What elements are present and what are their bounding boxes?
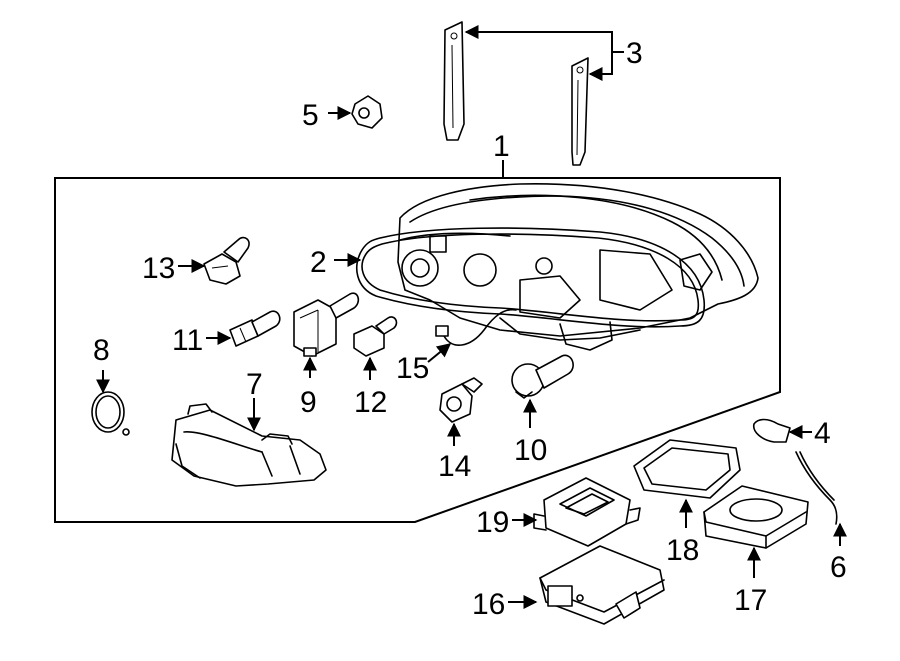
part-14-socket[interactable] xyxy=(439,377,483,423)
part-11-bulb[interactable] xyxy=(229,310,281,347)
part-16-control-unit[interactable] xyxy=(539,545,665,625)
callout-12: 12 xyxy=(354,386,387,419)
callout-15: 15 xyxy=(396,352,429,385)
callout-2: 2 xyxy=(310,246,327,279)
callout-17: 17 xyxy=(734,584,767,617)
assembly-frame xyxy=(54,177,781,523)
callout-11: 11 xyxy=(172,324,203,357)
part-10-headlamp-bulb[interactable] xyxy=(511,354,574,399)
part-19-ballast[interactable] xyxy=(533,477,641,547)
part-5-clip-nut[interactable] xyxy=(351,95,383,129)
part-3-brackets[interactable] xyxy=(443,21,589,166)
callout-1: 1 xyxy=(493,130,510,163)
part-9-connector-bulb[interactable] xyxy=(293,292,360,357)
part-15-wiring-harness[interactable] xyxy=(435,308,517,346)
part-4-bulb[interactable] xyxy=(752,418,791,443)
callout-13: 13 xyxy=(142,252,175,285)
callout-14: 14 xyxy=(438,450,471,483)
part-13-socket-bulb[interactable] xyxy=(203,236,250,285)
callout-16: 16 xyxy=(472,588,505,621)
callout-7: 7 xyxy=(246,368,263,401)
callout-4: 4 xyxy=(814,417,831,450)
callout-10: 10 xyxy=(514,434,547,467)
callout-19: 19 xyxy=(476,506,509,539)
part-12-bulb-socket[interactable] xyxy=(353,316,398,357)
callout-3: 3 xyxy=(626,37,643,70)
part-8-cover-cap[interactable] xyxy=(91,391,130,436)
part-1-headlamp-assembly[interactable] xyxy=(397,183,759,351)
part-18-gasket[interactable] xyxy=(633,439,741,499)
callout-18: 18 xyxy=(666,534,699,567)
callout-8: 8 xyxy=(93,334,110,367)
part-6-sensor-wire[interactable] xyxy=(795,451,838,525)
callout-9: 9 xyxy=(300,386,317,419)
callout-5: 5 xyxy=(302,99,319,132)
callout-6: 6 xyxy=(830,551,847,584)
part-17-control-module[interactable] xyxy=(703,485,809,549)
part-2-gasket-seal[interactable] xyxy=(355,227,706,328)
part-7-rear-cover[interactable] xyxy=(171,403,327,487)
